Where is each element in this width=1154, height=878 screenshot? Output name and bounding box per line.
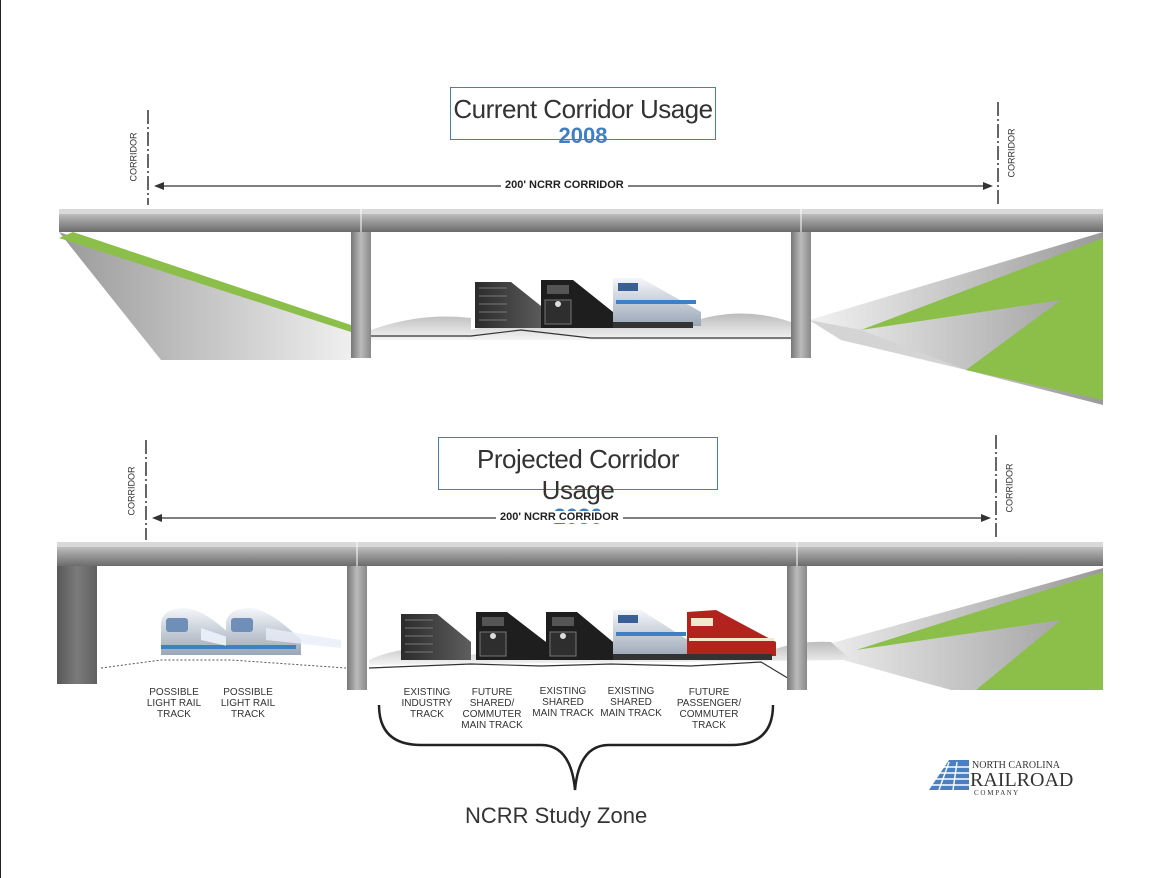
passenger-locomotive (613, 278, 701, 328)
light-rail-train-1 (161, 608, 236, 655)
current-title-box: Current Corridor Usage 2008 (450, 87, 716, 148)
right-grass (856, 572, 1103, 690)
current-section (59, 102, 1103, 405)
light-rail-train-2 (226, 608, 341, 655)
rail-line (368, 661, 792, 681)
track-label: POSSIBLE LIGHT RAIL TRACK (220, 687, 276, 720)
logo-line1: NORTH CAROLINA (972, 760, 1061, 771)
corridor-label-right: CORRIDOR (1006, 128, 1017, 178)
track-label: EXISTING SHARED MAIN TRACK (532, 686, 594, 719)
bridge-deck (59, 209, 1103, 232)
current-year: 2008 (558, 123, 608, 148)
projected-title: Projected Corridor Usage (477, 444, 679, 505)
passenger-locomotive (613, 610, 691, 660)
freight-car (401, 614, 471, 660)
freight-locomotive-2 (546, 612, 613, 660)
logo-line2: RAILROAD (970, 769, 1074, 791)
current-title: Current Corridor Usage (453, 94, 713, 124)
span-label: 200' NCRR CORRIDOR (501, 179, 628, 191)
arrowhead-left (152, 514, 162, 522)
track-label: FUTURE SHARED/ COMMUTER MAIN TRACK (461, 687, 523, 731)
study-zone-label: NCRR Study Zone (465, 803, 648, 828)
rail-line (371, 329, 791, 339)
right-grass (861, 238, 1103, 400)
track-label: EXISTING SHARED MAIN TRACK (600, 686, 662, 719)
corridor-label-left: CORRIDOR (128, 132, 139, 182)
study-zone-brace (377, 704, 775, 791)
left-grass (59, 232, 351, 332)
track-label: FUTURE PASSENGER/ COMMUTER TRACK (676, 687, 742, 731)
pier-left (347, 566, 367, 690)
track-label: POSSIBLE LIGHT RAIL TRACK (146, 687, 202, 720)
ncrr-logo-mark (929, 760, 969, 791)
freight-locomotive (541, 280, 613, 328)
left-embankment (59, 232, 351, 360)
arrowhead-left (154, 182, 164, 190)
arrowhead-right (981, 514, 991, 522)
span-label: 200' NCRR CORRIDOR (496, 511, 623, 523)
pier-right (791, 232, 811, 358)
projected-title-box: Projected Corridor Usage 2030 (438, 437, 718, 529)
right-slope-shade (809, 320, 966, 370)
corridor-label-right: CORRIDOR (1004, 463, 1015, 513)
commuter-locomotive (687, 610, 776, 660)
track-label: EXISTING INDUSTRY TRACK (401, 687, 453, 720)
logo-line3: C O M P A N Y (974, 789, 1019, 797)
freight-locomotive-1 (476, 612, 546, 660)
freight-car (475, 282, 546, 328)
pier-right (787, 566, 807, 690)
corridor-label-left: CORRIDOR (126, 466, 137, 516)
pier-left (351, 232, 371, 358)
projected-section (57, 435, 1103, 791)
light-rail-line (100, 659, 347, 669)
arrowhead-right (983, 182, 993, 190)
